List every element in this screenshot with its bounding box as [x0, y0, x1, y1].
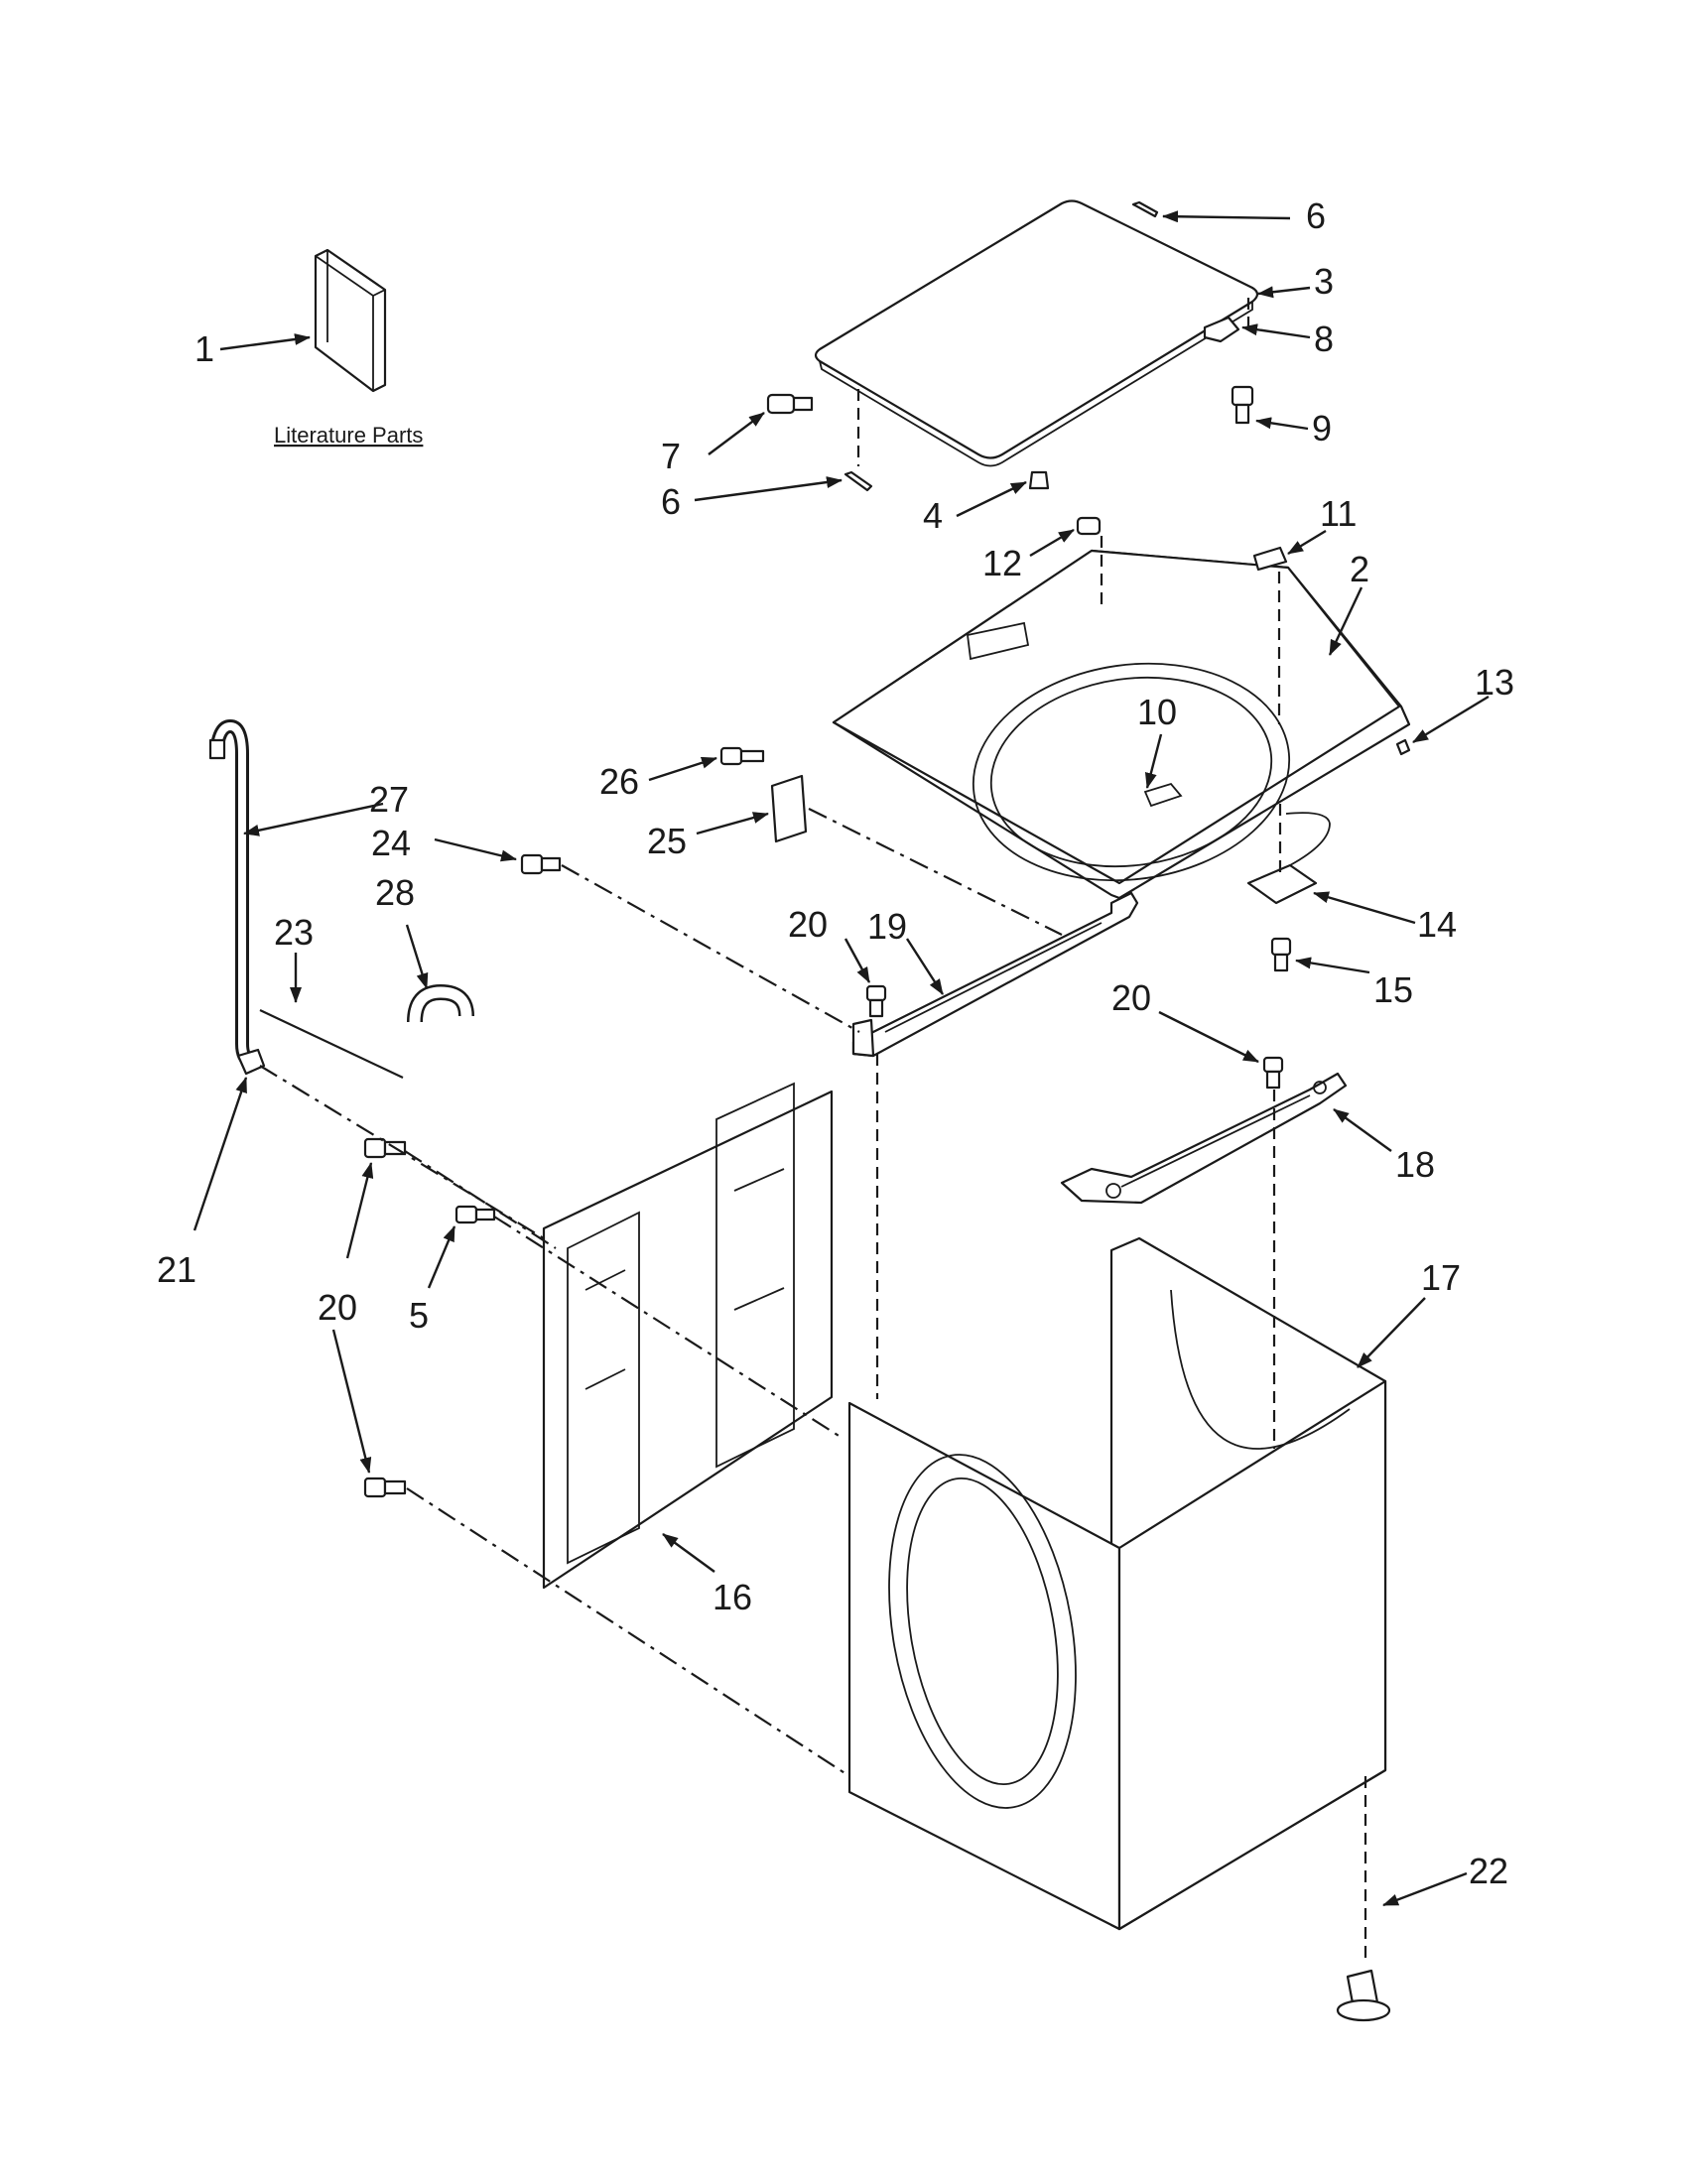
literature-parts-label: Literature Parts — [274, 423, 423, 448]
top-brace-front — [851, 891, 1139, 1058]
hinge-pin-bottom — [844, 470, 873, 492]
drain-rod — [259, 1009, 404, 1079]
lid-hinge-8 — [1203, 316, 1240, 343]
callout-6-bottom: 6 — [661, 481, 681, 522]
callout-11: 11 — [1320, 493, 1357, 534]
callout-7: 7 — [661, 436, 681, 476]
callout-1: 1 — [195, 328, 214, 369]
callout-4: 4 — [923, 495, 943, 536]
screw-5 — [454, 1205, 496, 1224]
callout-18: 18 — [1395, 1144, 1435, 1185]
screw-20-side-bottom — [363, 1477, 407, 1498]
callout-8: 8 — [1314, 319, 1334, 359]
callout-12: 12 — [982, 543, 1022, 583]
callout-25: 25 — [647, 821, 687, 861]
screw-9 — [1231, 385, 1254, 425]
callout-16: 16 — [713, 1577, 752, 1617]
clip-12 — [1076, 516, 1102, 536]
hose-connector-21 — [236, 1048, 266, 1076]
lid-screw-7 — [766, 393, 814, 415]
callout-15: 15 — [1373, 969, 1413, 1010]
callout-26: 26 — [599, 761, 639, 802]
lid-switch-actuator-11 — [1252, 546, 1288, 572]
callout-24: 24 — [371, 823, 411, 863]
callout-27: 27 — [369, 779, 409, 820]
callout-2: 2 — [1350, 549, 1369, 589]
callout-10: 10 — [1137, 692, 1177, 732]
callout-28: 28 — [375, 872, 415, 913]
callout-14: 14 — [1417, 904, 1457, 945]
callout-9: 9 — [1312, 408, 1332, 449]
screw-20-rear — [1262, 1056, 1284, 1090]
callout-13: 13 — [1475, 662, 1514, 703]
bracket-25 — [770, 774, 808, 843]
leveling-foot — [1336, 1969, 1391, 2022]
callout-20-rear: 20 — [1111, 977, 1151, 1018]
callout-6-top: 6 — [1306, 195, 1326, 236]
leader-arrows — [193, 210, 1490, 1907]
top-brace-rear — [1060, 1072, 1348, 1205]
lid — [814, 199, 1259, 467]
drain-hose — [208, 718, 254, 1069]
literature-booklet — [314, 248, 387, 393]
screw-26 — [719, 746, 765, 766]
callout-17: 17 — [1421, 1257, 1461, 1298]
rear-panel — [542, 1082, 834, 1590]
callout-5: 5 — [409, 1295, 429, 1336]
callout-20-side: 20 — [318, 1287, 357, 1328]
lid-switch-14 — [1246, 812, 1331, 905]
hinge-pin-top — [1131, 200, 1159, 218]
callout-20-brace: 20 — [788, 904, 828, 945]
screw-20-side-top — [363, 1137, 407, 1159]
clip-13 — [1395, 738, 1411, 756]
callout-23: 23 — [274, 912, 314, 953]
callout-22: 22 — [1469, 1851, 1508, 1891]
callout-labels: 1 6 3 8 9 7 6 4 12 11 2 13 10 26 25 27 2… — [157, 195, 1514, 1891]
screw-20-brace — [865, 984, 887, 1018]
hose-guide — [407, 983, 474, 1023]
callout-21: 21 — [157, 1249, 196, 1290]
cabinet — [847, 1236, 1387, 1931]
alignment-lines — [259, 298, 1367, 1965]
screw-15 — [1270, 937, 1292, 972]
callout-3: 3 — [1314, 261, 1334, 302]
screw-24 — [520, 853, 562, 875]
top-panel — [832, 549, 1411, 900]
lid-bumper-4 — [1028, 470, 1050, 490]
callout-19: 19 — [867, 906, 907, 947]
